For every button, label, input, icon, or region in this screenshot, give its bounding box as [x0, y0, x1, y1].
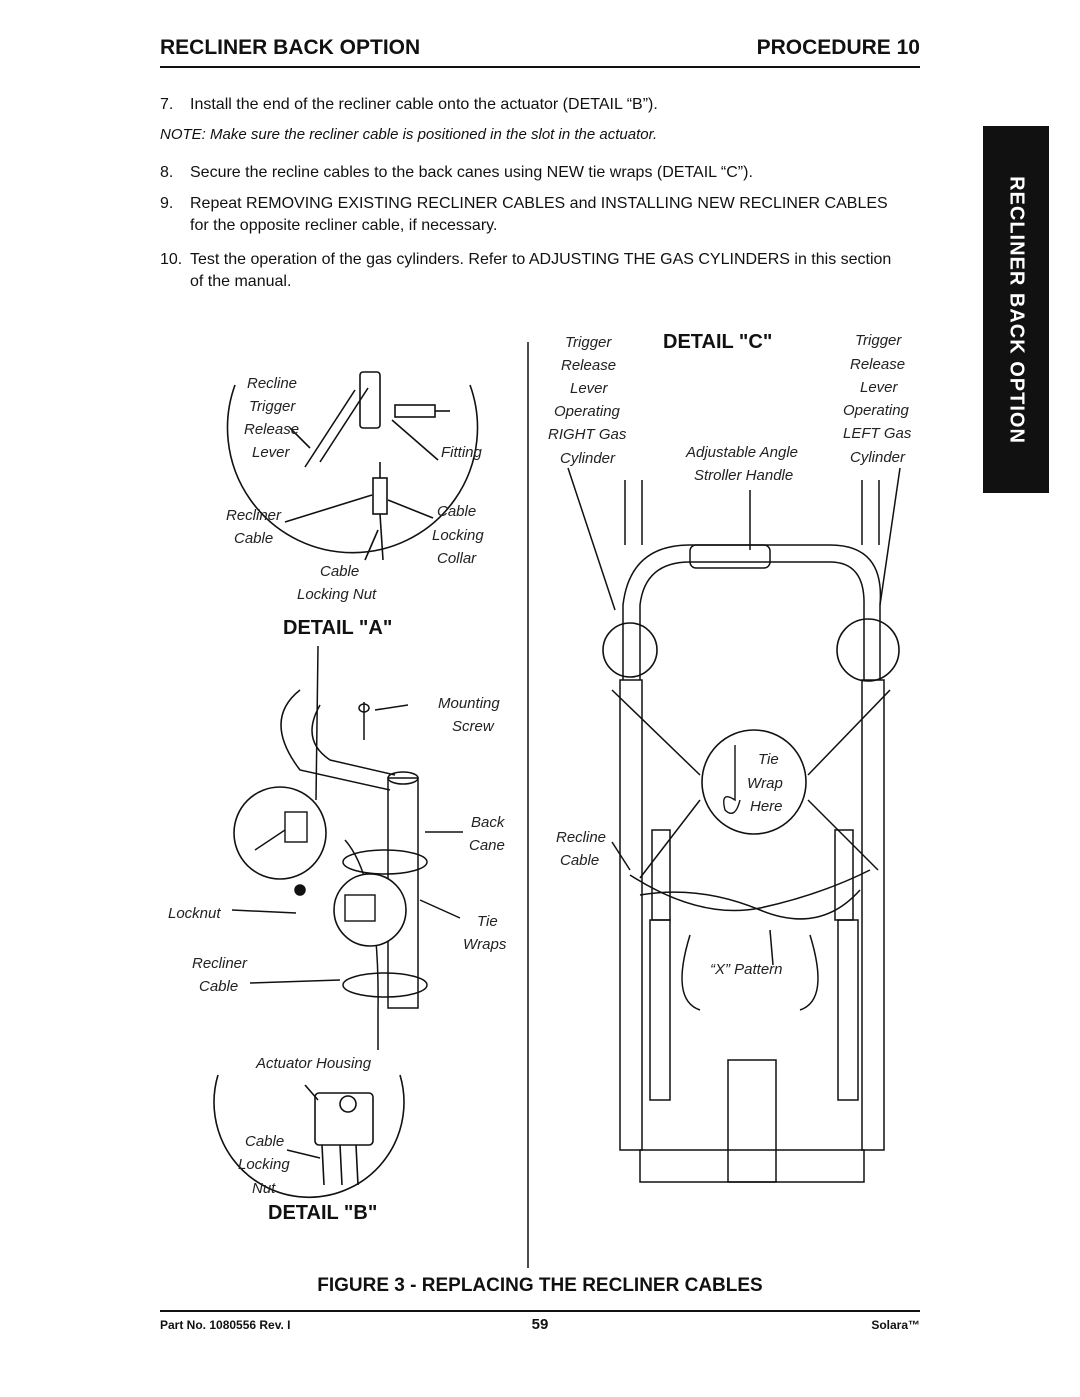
- side-tab: RECLINER BACK OPTION: [983, 126, 1049, 493]
- page-number: 59: [531, 1316, 549, 1333]
- label-locking-nut: Locking Nut: [297, 586, 377, 603]
- step-text: Install the end of the recliner cable on…: [190, 96, 658, 113]
- label-cable-4: Cable: [199, 978, 238, 995]
- label-operating-r: Operating: [554, 403, 621, 420]
- label-here: Here: [750, 798, 783, 815]
- step-text: Test the operation of the gas cylinders.…: [190, 251, 892, 290]
- label-recliner: Recliner: [226, 507, 282, 524]
- label-recline: Recline: [247, 375, 297, 392]
- part-number: Part No. 1080556 Rev. I: [160, 1318, 291, 1332]
- label-cable-3: Cable: [320, 563, 359, 580]
- label-nut: Nut: [252, 1180, 276, 1197]
- label-wrap: Wrap: [747, 775, 783, 792]
- label-back: Back: [471, 814, 506, 831]
- label-stroller-handle: Stroller Handle: [694, 467, 793, 484]
- label-left-gas: LEFT Gas: [843, 425, 912, 442]
- label-recline-c: Recline: [556, 829, 606, 846]
- label-wraps: Wraps: [463, 936, 507, 953]
- detail-b-title: DETAIL "B": [268, 1202, 377, 1224]
- step-number: 7.: [160, 96, 174, 113]
- label-screw: Screw: [452, 718, 495, 735]
- label-tie: Tie: [477, 913, 498, 930]
- label-operating-l: Operating: [843, 402, 910, 419]
- label-recliner-2: Recliner: [192, 955, 248, 972]
- label-trigger-r: Trigger: [565, 334, 612, 351]
- label-trigger-l: Trigger: [855, 332, 902, 349]
- step-number: 10.: [160, 251, 183, 268]
- label-locknut: Locknut: [168, 905, 221, 922]
- section-title: RECLINER BACK OPTION: [160, 36, 421, 59]
- label-cable-c: Cable: [560, 852, 599, 869]
- figure-caption: FIGURE 3 - REPLACING THE RECLINER CABLES: [317, 1275, 763, 1296]
- label-lever-l: Lever: [860, 379, 899, 396]
- step-text: Repeat REMOVING EXISTING RECLINER CABLES…: [190, 195, 888, 234]
- step-10: 10. Test the operation of the gas cylind…: [160, 249, 900, 293]
- step-number: 9.: [160, 195, 174, 212]
- brand-name: Solara™: [871, 1318, 920, 1332]
- label-cane: Cane: [469, 837, 505, 854]
- label-lever-r: Lever: [570, 380, 609, 397]
- label-release-l: Release: [850, 356, 905, 373]
- label-locking: Locking: [432, 527, 484, 544]
- label-lever: Lever: [252, 444, 291, 461]
- label-cable-5: Cable: [245, 1133, 284, 1150]
- detail-c: [567, 467, 901, 1183]
- label-x-pattern: “X” Pattern: [710, 961, 783, 978]
- label-cable-2: Cable: [437, 503, 476, 520]
- label-actuator-housing: Actuator Housing: [255, 1055, 372, 1072]
- label-trigger: Trigger: [249, 398, 296, 415]
- label-cable: Cable: [234, 530, 273, 547]
- label-cylinder-r: Cylinder: [560, 450, 616, 467]
- detail-b: [213, 1074, 405, 1199]
- label-release: Release: [244, 421, 299, 438]
- step-8: 8. Secure the recline cables to the back…: [160, 162, 900, 184]
- label-cylinder-l: Cylinder: [850, 449, 906, 466]
- label-locking-2: Locking: [238, 1156, 290, 1173]
- detail-c-title: DETAIL "C": [663, 331, 772, 353]
- label-collar: Collar: [437, 550, 477, 567]
- note-text: NOTE: Make sure the recliner cable is po…: [160, 126, 658, 143]
- step-number: 8.: [160, 164, 174, 181]
- step-text: Secure the recline cables to the back ca…: [190, 164, 753, 181]
- step-9: 9. Repeat REMOVING EXISTING RECLINER CAB…: [160, 193, 900, 237]
- step-7: 7. Install the end of the recliner cable…: [160, 94, 900, 116]
- page-header: RECLINER BACK OPTION PROCEDURE 10: [160, 36, 920, 68]
- detail-a: [226, 371, 479, 561]
- detail-a-title: DETAIL "A": [283, 617, 392, 639]
- label-right-gas: RIGHT Gas: [548, 426, 627, 443]
- label-mounting: Mounting: [438, 695, 500, 712]
- label-fitting: Fitting: [441, 444, 483, 461]
- label-adjustable-angle: Adjustable Angle: [685, 444, 798, 461]
- label-release-r: Release: [561, 357, 616, 374]
- label-tie-c: Tie: [758, 751, 779, 768]
- page-footer: Part No. 1080556 Rev. I 59 Solara™: [160, 1310, 920, 1336]
- procedure-number: PROCEDURE 10: [756, 36, 920, 59]
